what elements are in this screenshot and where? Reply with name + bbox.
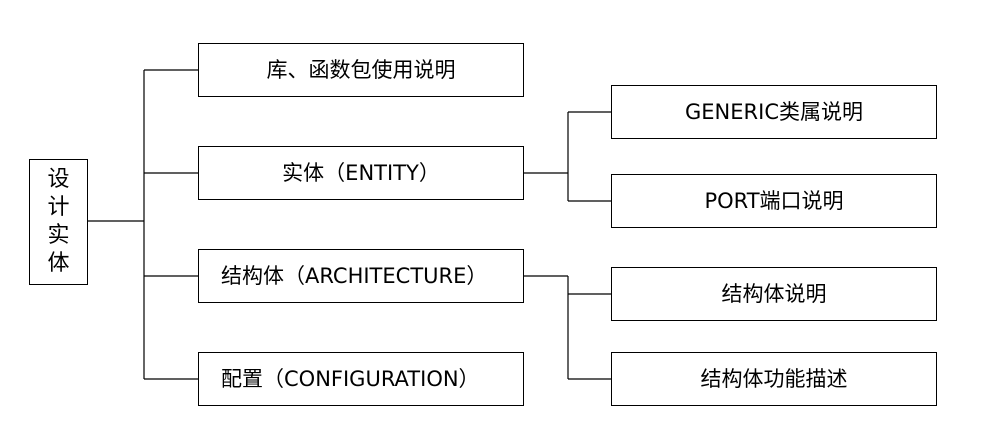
node-entity-label: 实体（ENTITY）: [282, 160, 440, 185]
root-node-label: 设计实体: [47, 167, 70, 276]
node-configuration: 配置（CONFIGURATION）: [198, 352, 524, 406]
node-architecture-function-label: 结构体功能描述: [700, 366, 848, 391]
root-node-design-entity: 设计实体: [29, 159, 88, 285]
node-generic: GENERIC类属说明: [611, 85, 937, 139]
node-architecture-function: 结构体功能描述: [611, 352, 937, 406]
node-architecture-description: 结构体说明: [611, 267, 937, 321]
node-library-package-label: 库、函数包使用说明: [266, 57, 456, 82]
node-architecture-description-label: 结构体说明: [721, 281, 827, 306]
node-port-label: PORT端口说明: [704, 188, 844, 213]
node-port: PORT端口说明: [611, 174, 937, 228]
node-architecture: 结构体（ARCHITECTURE）: [198, 249, 524, 303]
node-configuration-label: 配置（CONFIGURATION）: [221, 366, 480, 391]
node-entity: 实体（ENTITY）: [198, 146, 524, 200]
node-architecture-label: 结构体（ARCHITECTURE）: [221, 263, 488, 288]
node-library-package: 库、函数包使用说明: [198, 43, 524, 97]
node-generic-label: GENERIC类属说明: [685, 99, 863, 124]
